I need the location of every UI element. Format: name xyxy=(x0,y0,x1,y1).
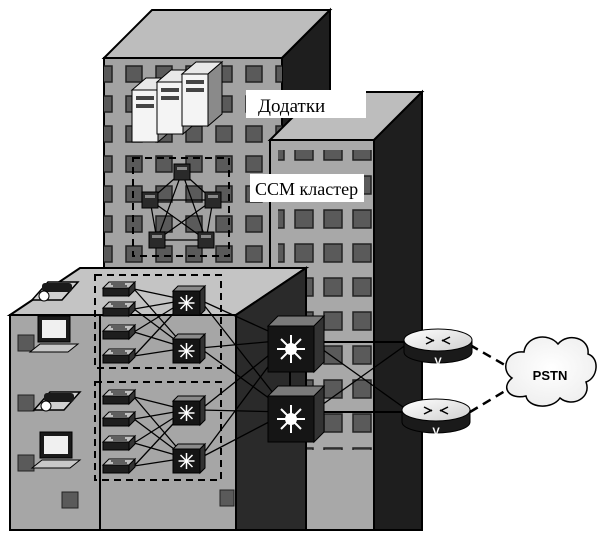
access-group-2-boundary xyxy=(94,381,222,481)
pstn-links xyxy=(469,343,511,414)
workgroup-switch-icon xyxy=(101,347,137,365)
ip-phone-icon xyxy=(30,281,80,302)
workgroup-switch-icon xyxy=(101,457,137,475)
ccm-label: CCM кластер xyxy=(255,179,358,199)
apps-label: Додатки xyxy=(258,96,325,117)
workgroup-switch-icon xyxy=(101,280,137,298)
workgroup-switch-icon xyxy=(101,323,137,341)
workgroup-switch-icon xyxy=(101,388,137,406)
pstn-label: PSTN xyxy=(533,368,568,383)
call-manager-server-icon xyxy=(204,191,222,209)
access-switches xyxy=(101,280,137,475)
workgroup-switch-icon xyxy=(101,410,137,428)
core-switch-icon xyxy=(266,314,326,374)
application-servers xyxy=(130,60,224,144)
voice-router-icon: V xyxy=(403,328,473,368)
endpoints-floor-1 xyxy=(28,281,80,353)
multilayer-switch-icon xyxy=(171,394,207,427)
router-v-mark: V xyxy=(434,356,442,368)
workgroup-switch-icon xyxy=(101,300,137,318)
call-manager-server-icon xyxy=(141,191,159,209)
workstation-icon xyxy=(30,431,82,469)
ccm-nodes xyxy=(141,163,222,249)
server-tower-icon xyxy=(180,60,224,128)
ip-phone-icon xyxy=(32,391,82,412)
distribution-switches xyxy=(171,284,207,475)
call-manager-server-icon xyxy=(173,163,191,181)
multilayer-switch-icon xyxy=(171,442,207,475)
pstn-cloud-icon: PSTN xyxy=(505,336,597,407)
workstation-icon xyxy=(28,315,80,353)
call-manager-server-icon xyxy=(197,231,215,249)
call-manager-server-icon xyxy=(148,231,166,249)
access-group-1-boundary xyxy=(94,274,222,369)
workgroup-switch-icon xyxy=(101,434,137,452)
voice-router-icon: V xyxy=(401,398,471,438)
endpoints-floor-2 xyxy=(30,391,82,469)
ccm-cluster-boundary xyxy=(132,157,230,257)
ccm-label-bg xyxy=(250,174,364,202)
router-v-mark: V xyxy=(432,426,440,438)
core-switch-icon xyxy=(266,384,326,444)
multilayer-switch-icon xyxy=(171,284,207,317)
multilayer-switch-icon xyxy=(171,332,207,365)
apps-label-bg xyxy=(246,90,366,118)
